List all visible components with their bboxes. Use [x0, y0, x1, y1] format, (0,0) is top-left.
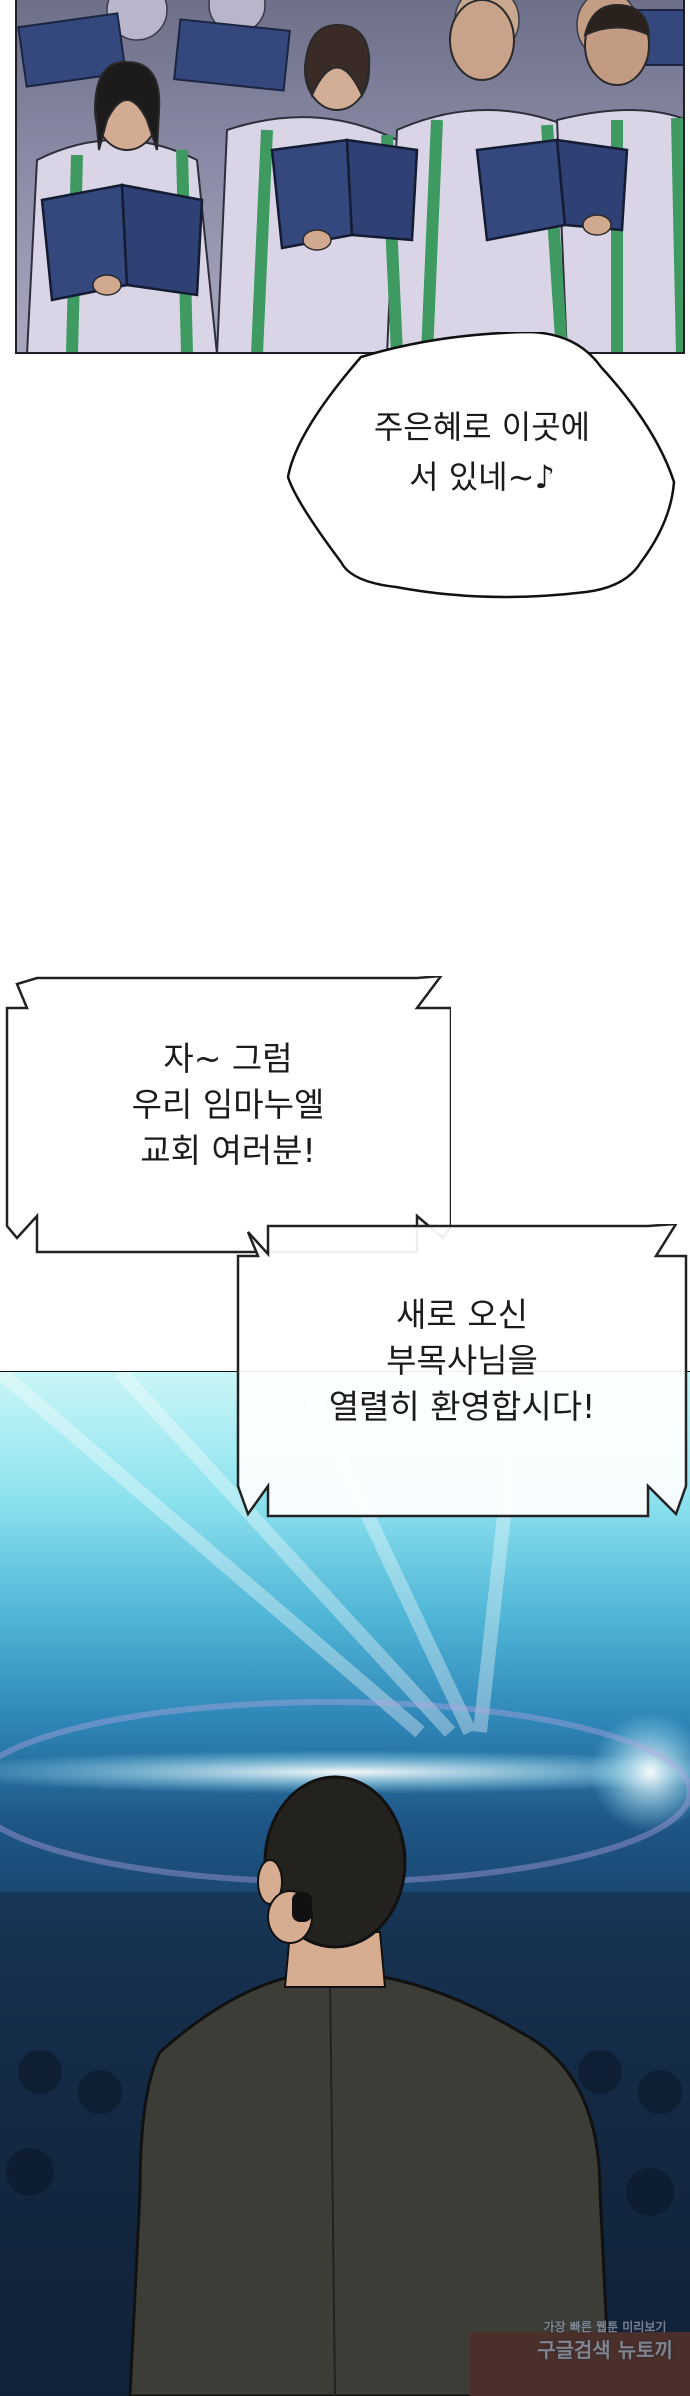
choir-illustration: [17, 0, 683, 352]
speech-bubble-singing: 주은혜로 이곳에 서 있네~♪: [286, 332, 678, 600]
speech-bubble-outline: [286, 332, 676, 599]
watermark-line2: 구글검색 뉴토끼: [537, 2338, 673, 2362]
bubble-text: 자~ 그럼 우리 임마누엘 교회 여러분!: [131, 1039, 325, 1170]
watermark-line1: 가장 빠른 웹툰 미리보기: [543, 2320, 667, 2334]
shout-bubble-welcome: 새로 오신 부목사님을 열렬히 환영합시다!: [236, 1224, 688, 1518]
pastor-illustration: [0, 1372, 690, 2396]
bubble-text: 새로 오신 부목사님을 열렬히 환영합시다!: [328, 1295, 596, 1426]
shout-bubble-greeting: 자~ 그럼 우리 임마누엘 교회 여러분!: [5, 976, 451, 1254]
bubble-text: 주은혜로 이곳에 서 있네~♪: [373, 408, 591, 496]
stage-panel: 가장 빠른 웹툰 미리보기 구글검색 뉴토끼: [0, 1372, 690, 2396]
choir-panel: [15, 0, 685, 354]
shout-bubble-outline: [236, 1224, 688, 1518]
